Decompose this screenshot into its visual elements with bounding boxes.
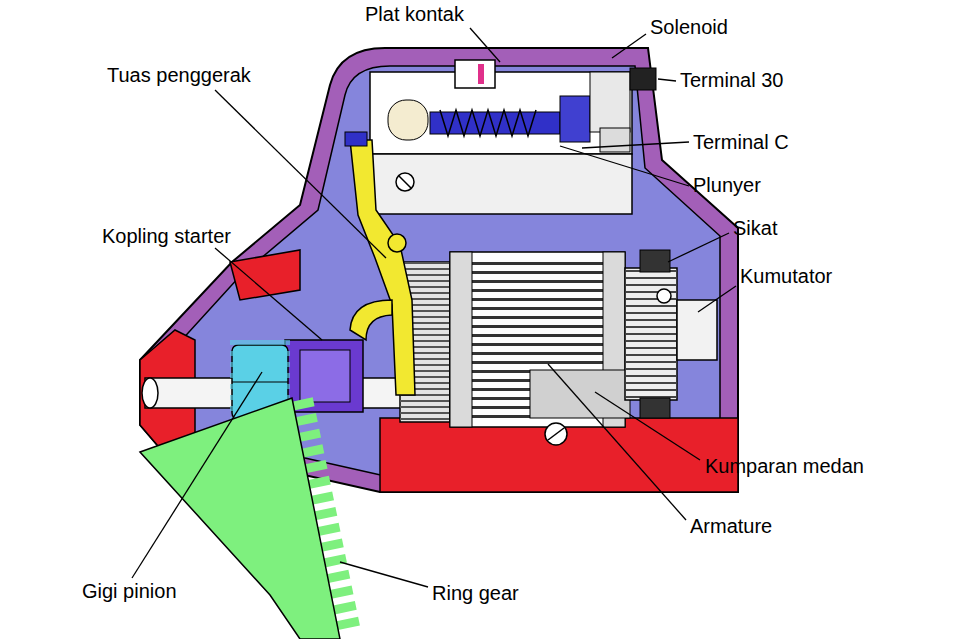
part-label: Sikat <box>733 216 777 240</box>
part-label: Solenoid <box>650 15 728 39</box>
part-label: Tuas penggerak <box>107 63 251 87</box>
part-label: Kumparan medan <box>705 454 864 478</box>
part-label: Kumutator <box>740 264 832 288</box>
part-label: Gigi pinion <box>82 579 177 603</box>
part-label: Armature <box>690 514 772 538</box>
part-label: Plat kontak <box>365 2 464 26</box>
part-label: Terminal 30 <box>680 68 783 92</box>
part-label: Plunyer <box>693 173 761 197</box>
part-label: Kopling starter <box>102 224 231 248</box>
part-label: Ring gear <box>432 581 519 605</box>
part-label: Terminal C <box>693 130 789 154</box>
